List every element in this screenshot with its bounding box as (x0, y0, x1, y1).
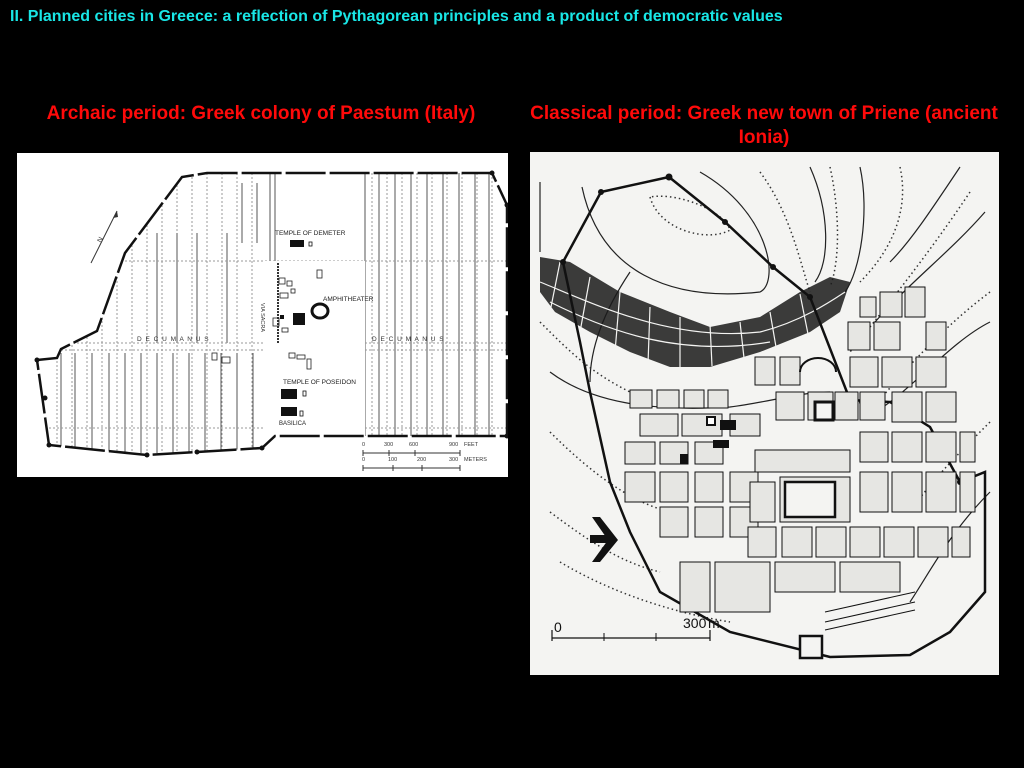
label-temple-poseidon: TEMPLE OF POSEIDON (283, 379, 356, 386)
svg-text:m: m (708, 615, 720, 631)
svg-text:0: 0 (362, 457, 365, 463)
theater-shape (799, 357, 837, 373)
priene-plan-drawing: 0 300 m (539, 166, 991, 660)
svg-text:300: 300 (683, 615, 707, 631)
temple-athena-shape (813, 400, 835, 422)
priene-street-grid (624, 286, 976, 613)
temple-poseidon-shape (281, 389, 297, 399)
svg-text:0: 0 (554, 619, 562, 635)
north-arrow-icon: N (90, 210, 118, 264)
svg-text:900: 900 (449, 442, 458, 448)
svg-text:300: 300 (449, 457, 458, 463)
scale-bar-meters: 0 100 200 300 METERS (362, 457, 487, 471)
scale-bar-300m: 0 300 m (551, 615, 720, 641)
svg-text:300: 300 (384, 442, 393, 448)
svg-text:N: N (97, 236, 106, 244)
svg-text:600: 600 (409, 442, 418, 448)
caption-paestum: Archaic period: Greek colony of Paestum … (46, 103, 476, 124)
label-decumanus-left: D E C U M A N U S (137, 336, 210, 343)
entrance-arrow-icon (590, 517, 618, 562)
svg-text:FEET: FEET (464, 442, 479, 448)
paestum-map: N TEMPLE OF DEMETER AMPHITHEATER VIA SAC… (17, 153, 508, 477)
svg-text:METERS: METERS (464, 457, 487, 463)
svg-text:0: 0 (362, 442, 365, 448)
amphitheater-shape (310, 302, 330, 320)
label-decumanus-right: D E C U M A N U S (372, 336, 445, 343)
label-amphitheater: AMPHITHEATER (323, 296, 374, 303)
basilica-shape (281, 407, 297, 416)
label-temple-demeter: TEMPLE OF DEMETER (275, 230, 346, 237)
caption-priene: Classical period: Greek new town of Prie… (530, 103, 998, 148)
label-via-sacra: VIA SACRA (259, 303, 265, 332)
slide-title: II. Planned cities in Greece: a reflecti… (10, 8, 783, 25)
label-basilica: BASILICA (279, 421, 306, 427)
svg-text:200: 200 (417, 457, 426, 463)
svg-text:100: 100 (388, 457, 397, 463)
temple-demeter-shape (290, 240, 304, 247)
scale-bar-feet: 0 300 600 900 FEET (362, 442, 479, 456)
priene-map: 0 300 m (530, 152, 999, 675)
agora-shape (783, 480, 837, 519)
paestum-plan-drawing: N TEMPLE OF DEMETER AMPHITHEATER VIA SAC… (34, 170, 508, 471)
